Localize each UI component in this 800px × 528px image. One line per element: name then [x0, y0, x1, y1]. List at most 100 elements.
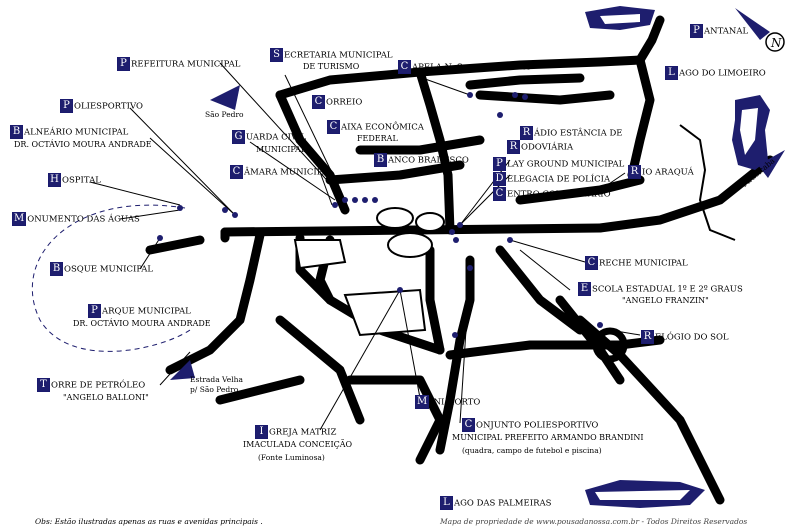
radio-text: ÁDIO ESTÂNCIA DE [534, 128, 623, 139]
creche-text: RECHE MUNICIPAL [599, 258, 688, 269]
igreja-initial: I [255, 425, 268, 439]
label-sao-pedro: São Pedro [205, 110, 244, 119]
leader-lines [89, 62, 641, 431]
banco-text: ANCO BRADESCO [388, 155, 469, 166]
guarda-text: UARDA CIVIL [246, 132, 307, 143]
escola-line2: "ANGELO FRANZIN" [622, 296, 709, 305]
small-blocks [293, 239, 427, 337]
pantanal-initial: P [690, 24, 703, 38]
guarda-initial: G [232, 130, 245, 144]
bosque-text: OSQUE MUNICIPAL [64, 264, 154, 275]
centro-text: ENTRO COMUNITÁRIO [507, 189, 611, 200]
compass: N [735, 8, 785, 52]
capela-text: APELA N. Sra. APARECIDA [412, 62, 530, 73]
parque-initial: P [88, 304, 101, 318]
correio-text: ORREIO [326, 97, 363, 108]
compass-letter: N [770, 36, 782, 50]
balneario-initial: B [10, 125, 23, 139]
relogio-initial: R [641, 330, 654, 344]
label-estrada-velha: Estrada Velha [190, 375, 243, 384]
poliesportivo-top-text: OLIESPORTIVO [74, 101, 143, 112]
conjunto-initial: C [462, 418, 475, 432]
rodoviaria-initial: R [507, 140, 520, 154]
radio-initial: R [520, 126, 533, 140]
creche-initial: C [585, 256, 598, 270]
river [679, 124, 736, 241]
park-boundary [31, 204, 191, 352]
rio-text: IO ARAQUÁ [642, 167, 694, 178]
guarda-line2: MUNICIPAL [256, 145, 307, 154]
hospital-initial: H [48, 173, 61, 187]
igreja-text: GREJA MATRIZ [269, 427, 337, 438]
lago-limoeiro-text: AGO DO LIMOEIRO [679, 68, 766, 79]
mini-horto-text: INI HORTO [430, 397, 481, 408]
relogio-text: ELÓGIO DO SOL [655, 332, 729, 343]
capela-initial: C [398, 60, 411, 74]
delegacia-text: ELEGACIA DE POLÍCIA [507, 174, 611, 185]
playground-initial: P [493, 157, 506, 171]
conjunto-line2: MUNICIPAL PREFEITO ARMANDO BRANDINI [452, 433, 644, 442]
torre-line2: "ANGELO BALLONI" [63, 393, 149, 402]
conjunto-text: ONJUNTO POLIESPORTIVO [476, 420, 599, 431]
secretaria-line2: DE TURISMO [303, 62, 360, 71]
caixa-line2: FEDERAL [357, 134, 398, 143]
roundabout [592, 327, 628, 363]
parque-text: ARQUE MUNICIPAL [102, 306, 191, 317]
arrow-estrada-velha [170, 360, 195, 380]
secretaria-initial: S [270, 48, 283, 62]
rio-initial: R [628, 165, 641, 179]
lago-palmeiras-initial: L [440, 496, 453, 510]
poi-markers [157, 92, 603, 338]
camara-initial: C [230, 165, 243, 179]
correio-initial: C [312, 95, 325, 109]
torre-initial: T [37, 378, 50, 392]
camara-text: ÂMARA MUNICIPAL [244, 167, 334, 178]
lago-palmeiras-text: AGO DAS PALMEIRAS [454, 498, 552, 509]
secretaria-text: ECRETARIA MUNICIPAL [284, 50, 393, 61]
escola-initial: E [578, 282, 591, 296]
bosque-initial: B [50, 262, 63, 276]
prefeitura-initial: P [117, 57, 130, 71]
parque-line2: DR. OCTÁVIO MOURA ANDRADE [73, 319, 211, 328]
rodoviaria-text: ODOVIÁRIA [521, 142, 574, 153]
playground-text: LAY GROUND MUNICIPAL [507, 159, 625, 170]
centro-initial: C [493, 187, 506, 201]
conjunto-line3: (quadra, campo de futebol e piscina) [462, 446, 602, 455]
banco-initial: B [374, 153, 387, 167]
arrow-piracicaba [758, 150, 785, 178]
balneario-text: ALNEÁRIO MUNICIPAL [24, 127, 129, 138]
monumento-initial: M [12, 212, 27, 226]
igreja-line3: (Fonte Luminosa) [258, 453, 325, 462]
caixa-text: AIXA ECONÔMICA [341, 122, 424, 133]
delegacia-initial: D [493, 172, 506, 186]
blocks [376, 207, 445, 258]
monumento-text: ONUMENTO DAS ÁGUAS [27, 214, 140, 225]
